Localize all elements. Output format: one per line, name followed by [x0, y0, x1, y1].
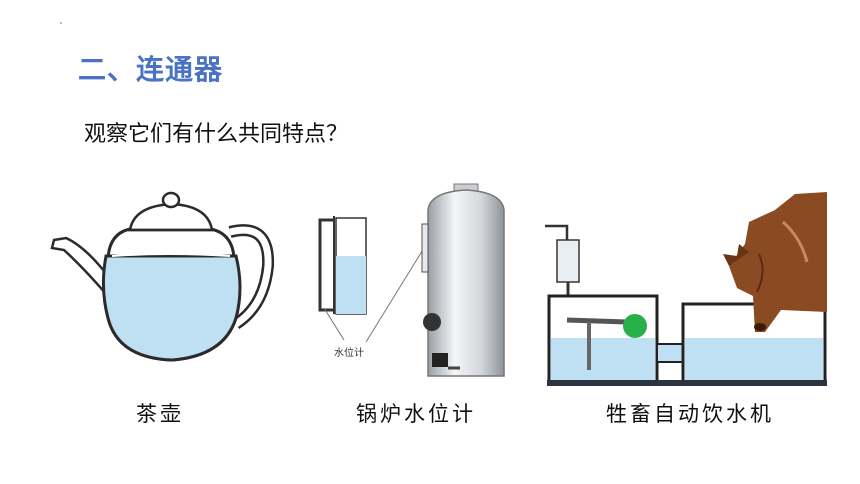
section-title: 二、连通器: [78, 53, 224, 86]
teapot-water: [101, 254, 242, 362]
question-text: 观察它们有什么共同特点？: [84, 122, 349, 147]
boiler-firebox: [432, 353, 448, 367]
caption-trough: 牲畜自动饮水机: [606, 402, 774, 426]
caption-teapot: 茶壶: [136, 402, 184, 426]
teapot-knob: [161, 191, 181, 209]
cow-icon: [723, 192, 827, 332]
boiler-figure: 水位计: [318, 183, 505, 377]
trough-figure: [545, 192, 827, 386]
boiler-tank: [427, 189, 505, 377]
gauge-label: 水位计: [334, 346, 364, 359]
corner-dot: [60, 22, 62, 24]
gauge-detail: [318, 216, 367, 315]
boiler-valve: [423, 313, 441, 331]
caption-boiler: 锅炉水位计: [356, 402, 476, 426]
float-ball: [623, 314, 647, 338]
teapot-figure: [50, 191, 275, 362]
